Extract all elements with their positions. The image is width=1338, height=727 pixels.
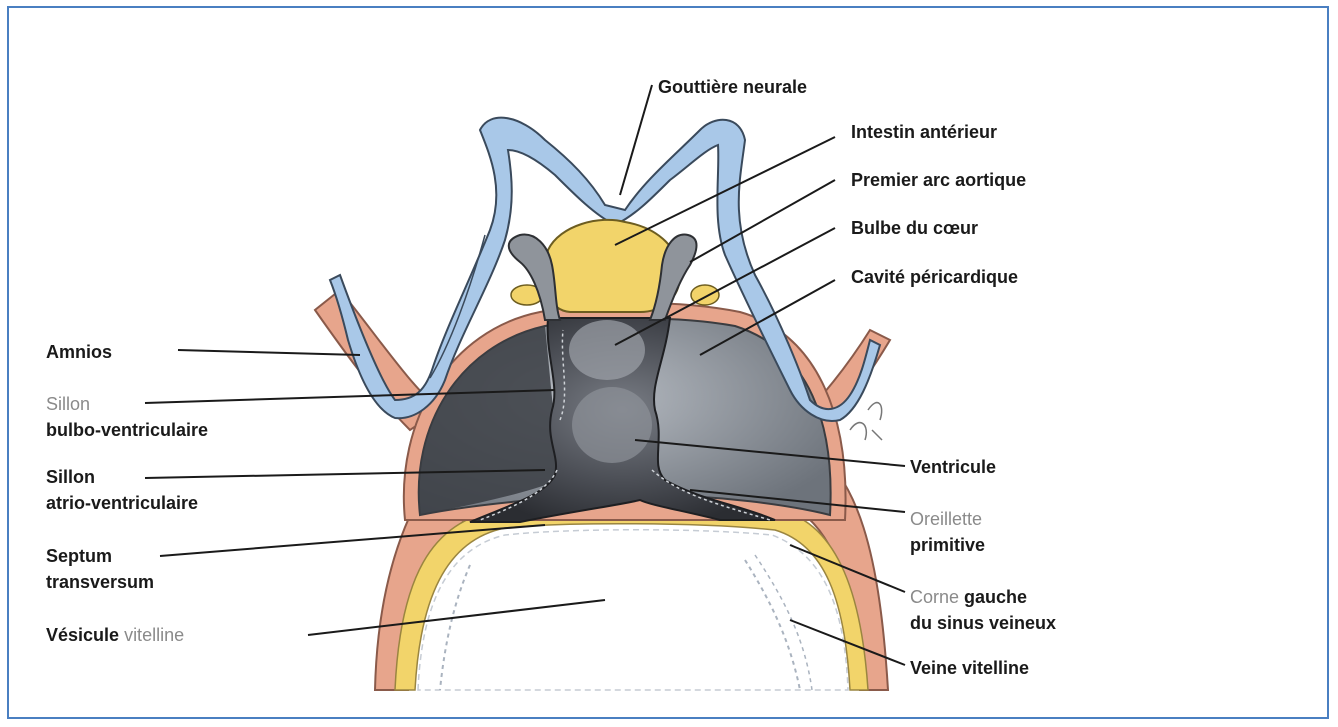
yolk-sac bbox=[418, 530, 848, 690]
label-gouttiere-neurale: Gouttière neurale bbox=[658, 76, 807, 98]
label-veine-vitelline: Veine vitelline bbox=[910, 657, 1029, 679]
label-corne-b: gauche bbox=[964, 587, 1027, 607]
label-ventricule: Ventricule bbox=[910, 456, 996, 478]
ventricle bbox=[572, 387, 652, 463]
label-septum-1: Septum bbox=[46, 545, 112, 567]
label-oreillette-1: Oreillette bbox=[910, 508, 982, 530]
label-septum-2: transversum bbox=[46, 571, 154, 593]
label-vesicule-a: Vésicule bbox=[46, 625, 119, 645]
label-oreillette-2: primitive bbox=[910, 534, 985, 556]
label-sillon-av-2: atrio-ventriculaire bbox=[46, 492, 198, 514]
label-amnios: Amnios bbox=[46, 341, 112, 363]
bulbus-cordis bbox=[569, 320, 645, 380]
label-corne-gauche: Corne gauche bbox=[910, 586, 1027, 608]
label-sillon-bv-2: bulbo-ventriculaire bbox=[46, 419, 208, 441]
label-premier-arc-aortique: Premier arc aortique bbox=[851, 169, 1026, 191]
label-cavite-pericardique: Cavité péricardique bbox=[851, 266, 1018, 288]
label-corne-a: Corne bbox=[910, 587, 959, 607]
label-corne-2: du sinus veineux bbox=[910, 612, 1056, 634]
label-sillon-av-1: Sillon bbox=[46, 466, 95, 488]
label-vesicule-vitelline: Vésicule vitelline bbox=[46, 624, 184, 646]
label-sillon-bv-1: Sillon bbox=[46, 393, 90, 415]
label-bulbe-du-coeur: Bulbe du cœur bbox=[851, 217, 978, 239]
label-vesicule-b: vitelline bbox=[124, 625, 184, 645]
label-intestin-anterieur: Intestin antérieur bbox=[851, 121, 997, 143]
